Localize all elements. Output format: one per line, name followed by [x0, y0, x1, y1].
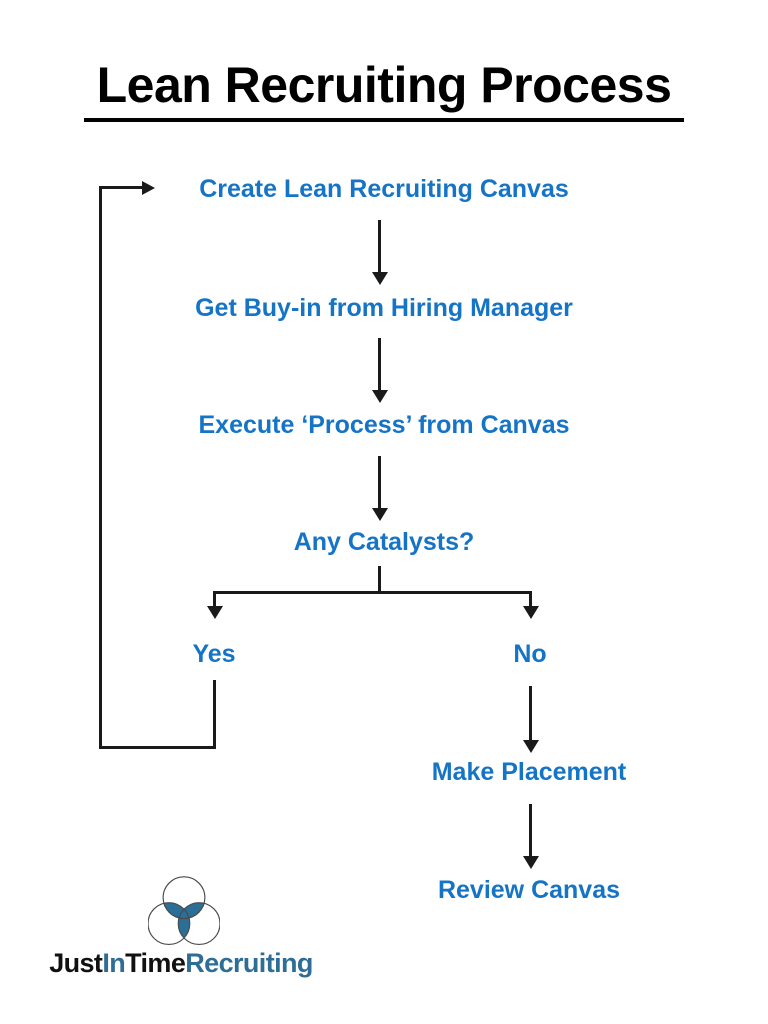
connector-no-to-placement-line	[529, 686, 532, 742]
connector-execute-to-catalysts-arrowhead-icon	[371, 508, 388, 521]
title-underline	[84, 118, 684, 122]
step-make-placement: Make Placement	[431, 758, 627, 786]
branch-label-yes: Yes	[192, 640, 236, 668]
decision-yes-arrowhead-icon	[206, 606, 223, 619]
decision-no-drop-line	[529, 591, 532, 608]
feedback-loop-left-segment	[99, 186, 102, 749]
connector-placement-to-review-line	[529, 804, 532, 858]
step-any-catalysts: Any Catalysts?	[293, 528, 475, 556]
feedback-loop-right-segment	[213, 680, 216, 749]
three-overlapping-circles-venn-logo-icon	[147, 876, 221, 946]
connector-buyin-to-execute-arrowhead-icon	[371, 390, 388, 403]
wordmark-part-time: Time	[125, 948, 186, 978]
brand-logo-wordmark: JustInTimeRecruiting	[38, 948, 324, 979]
step-create-canvas: Create Lean Recruiting Canvas	[199, 175, 569, 203]
connector-buyin-to-execute-line	[378, 338, 381, 392]
page-title: Lean Recruiting Process	[96, 57, 672, 113]
connector-create-to-buyin-line	[378, 220, 381, 274]
wordmark-part-in: In	[102, 948, 126, 978]
decision-no-arrowhead-icon	[522, 606, 539, 619]
feedback-loop-arrowhead-icon	[142, 180, 155, 195]
connector-no-to-placement-arrowhead-icon	[522, 740, 539, 753]
step-review-canvas: Review Canvas	[437, 876, 621, 904]
branch-label-no: No	[513, 640, 547, 668]
connector-create-to-buyin-arrowhead-icon	[371, 272, 388, 285]
step-execute-process: Execute ‘Process’ from Canvas	[198, 411, 570, 439]
decision-split-crossbar	[213, 591, 532, 594]
wordmark-part-just: Just	[49, 948, 103, 978]
feedback-loop-bottom-segment	[99, 746, 216, 749]
brand-logo: JustInTimeRecruiting	[38, 876, 324, 984]
wordmark-part-recruiting: Recruiting	[185, 948, 313, 978]
connector-placement-to-review-arrowhead-icon	[522, 856, 539, 869]
connector-execute-to-catalysts-line	[378, 456, 381, 510]
step-get-buy-in: Get Buy-in from Hiring Manager	[195, 294, 573, 322]
feedback-loop-top-segment	[99, 186, 145, 189]
decision-yes-drop-line	[213, 591, 216, 608]
decision-split-stem	[378, 566, 381, 594]
